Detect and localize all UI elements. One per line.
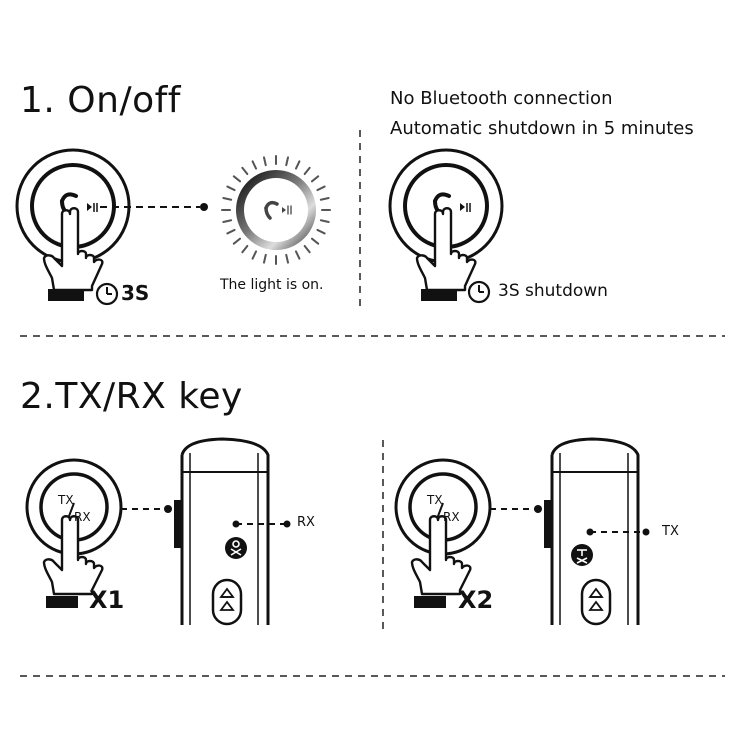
light-caption: The light is on. — [220, 277, 324, 293]
rx-symbol-icon — [230, 540, 242, 556]
device-slot — [580, 578, 612, 626]
light-ray — [319, 196, 330, 201]
leader-dot — [164, 505, 172, 513]
device-label-rx: RX — [297, 515, 315, 530]
clock-icon — [467, 280, 491, 304]
section1-title: 1. On/off — [20, 80, 181, 121]
key-rx-label-2: RX — [443, 510, 460, 524]
rx-indicator-button — [225, 537, 247, 559]
play-skip-icon — [219, 587, 235, 611]
pointing-hand-icon — [410, 515, 472, 596]
device-body-tx — [544, 437, 640, 625]
light-ray — [316, 185, 326, 192]
key-tx-label: TX — [58, 493, 74, 507]
pointing-hand-icon — [415, 207, 477, 292]
light-ray — [232, 175, 242, 183]
key-rx-label: RX — [74, 510, 91, 524]
light-ray — [285, 156, 290, 167]
hand-cuff — [414, 596, 446, 608]
light-ray — [294, 250, 301, 260]
light-ray — [241, 166, 249, 176]
light-ray — [294, 160, 301, 170]
light-ray — [319, 219, 330, 224]
tx-symbol-icon — [576, 549, 588, 564]
light-ray — [226, 228, 236, 235]
leader-dot — [534, 505, 542, 513]
phone-play-icon-glow — [264, 200, 292, 220]
light-rays — [221, 155, 331, 265]
light-ray — [310, 175, 320, 183]
light-ray — [222, 219, 233, 224]
pointing-hand-icon — [42, 207, 104, 292]
light-ray — [222, 196, 233, 201]
clock-icon — [95, 282, 119, 306]
light-ray — [310, 237, 320, 245]
timer-3s: 3S — [121, 281, 150, 305]
light-ray — [303, 166, 311, 176]
light-ray — [241, 244, 249, 254]
light-ray — [303, 244, 311, 254]
light-ray — [232, 237, 242, 245]
hand-cuff — [48, 289, 84, 301]
note-auto-shutdown: Automatic shutdown in 5 minutes — [390, 118, 694, 139]
light-ray — [262, 253, 267, 264]
device-body-rx — [174, 437, 270, 625]
note-no-bluetooth: No Bluetooth connection — [390, 88, 613, 109]
leader-dot — [200, 203, 208, 211]
light-ray — [251, 250, 258, 260]
section2-title: 2.TX/RX key — [20, 376, 243, 417]
light-ray — [262, 156, 267, 167]
device-slot — [211, 578, 243, 626]
light-ray — [316, 228, 326, 235]
key-tx-label-2: TX — [427, 493, 443, 507]
play-skip-icon — [588, 587, 604, 611]
timer-3s-shutdown: 3S shutdown — [498, 281, 608, 301]
device-label-tx: TX — [662, 524, 679, 539]
press-count-x2: X2 — [458, 586, 494, 614]
light-ray — [285, 253, 290, 264]
hand-cuff — [421, 289, 457, 301]
press-count-x1: X1 — [89, 586, 125, 614]
pointing-hand-icon — [42, 515, 104, 596]
light-ray — [251, 160, 258, 170]
glow-center — [244, 178, 308, 242]
light-ray — [226, 185, 236, 192]
hand-cuff — [46, 596, 78, 608]
